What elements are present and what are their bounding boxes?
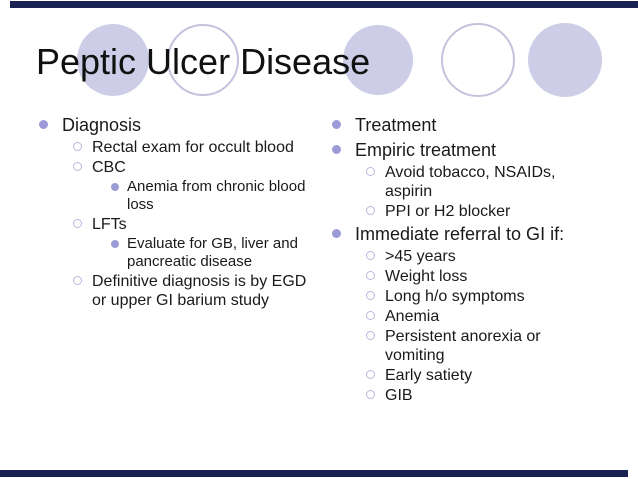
bullet-icon — [73, 276, 82, 285]
bullet-icon — [73, 142, 82, 151]
list-item-line: Diagnosis — [62, 115, 142, 135]
list-item-line: >45 years — [385, 248, 456, 265]
top-accent-bar — [10, 1, 638, 8]
list-item-line: aspirin — [385, 183, 433, 200]
list-item: GIB — [329, 386, 631, 405]
list-item: Diagnosis — [36, 113, 332, 137]
list-item-line: Evaluate for GB, liver and — [127, 235, 298, 252]
bullet-icon — [73, 162, 82, 171]
circle-icon — [441, 23, 515, 97]
bullet-icon — [366, 331, 375, 340]
list-item-line: PPI or H2 blocker — [385, 203, 511, 220]
list-item: Definitive diagnosis is by EGD or upper G… — [36, 272, 332, 310]
list-item: Weight loss — [329, 267, 631, 286]
list-item-line: LFTs — [92, 216, 127, 233]
bullet-icon — [73, 219, 82, 228]
bullet-icon — [332, 229, 341, 238]
list-item-line: or upper GI barium study — [92, 292, 269, 309]
list-item-line: Long h/o symptoms — [385, 288, 525, 305]
list-item-line: Anemia — [385, 308, 440, 325]
list-item: Empiric treatment — [329, 138, 631, 162]
list-item-line: loss — [127, 196, 154, 213]
bullet-icon — [366, 390, 375, 399]
list-item: Long h/o symptoms — [329, 287, 631, 306]
list-item-line: Early satiety — [385, 367, 473, 384]
list-item-line: Weight loss — [385, 268, 468, 285]
list-item: >45 years — [329, 247, 631, 266]
list-item-line: vomiting — [385, 347, 445, 364]
bullet-icon — [366, 271, 375, 280]
circle-icon — [167, 24, 239, 96]
list-item: Immediate referral to GI if: — [329, 222, 631, 246]
list-item: Persistent anorexia or vomiting — [329, 327, 631, 365]
list-item: Treatment — [329, 113, 631, 137]
list-item-line: CBC — [92, 159, 126, 176]
bullet-icon — [366, 311, 375, 320]
list-item: Rectal exam for occult blood — [36, 138, 332, 157]
list-item-line: Immediate referral to GI if: — [355, 224, 565, 244]
list-item-line: pancreatic disease — [127, 253, 253, 270]
list-item: Avoid tobacco, NSAIDs, aspirin — [329, 163, 631, 201]
list-item: Early satiety — [329, 366, 631, 385]
list-item-line: Rectal exam for occult blood — [92, 139, 294, 156]
circle-icon — [528, 23, 602, 97]
list-item-line: Definitive diagnosis is by EGD — [92, 273, 307, 290]
bullet-icon — [332, 145, 341, 154]
list-item: CBC — [36, 158, 332, 177]
circle-icon — [77, 24, 149, 96]
list-item-line: GIB — [385, 387, 413, 404]
circle-icon — [343, 25, 413, 95]
list-item-line: Avoid tobacco, NSAIDs, — [385, 164, 556, 181]
list-item: LFTs — [36, 215, 332, 234]
list-item: PPI or H2 blocker — [329, 202, 631, 221]
list-item-line: Anemia from chronic blood — [127, 178, 306, 195]
bottom-accent-bar — [0, 470, 628, 477]
bullet-icon — [366, 206, 375, 215]
page-title: Peptic Ulcer Disease — [36, 41, 371, 82]
list-item: Anemia — [329, 307, 631, 326]
list-item-line: Persistent anorexia or — [385, 328, 541, 345]
bullet-icon — [366, 251, 375, 260]
list-item-line: Treatment — [355, 115, 437, 135]
list-item-line: Empiric treatment — [355, 140, 497, 160]
bullet-icon — [111, 240, 119, 248]
bullet-icon — [366, 291, 375, 300]
bullet-icon — [39, 120, 48, 129]
bullet-icon — [366, 167, 375, 176]
bullet-icon — [332, 120, 341, 129]
bullet-icon — [111, 183, 119, 191]
bullet-icon — [366, 370, 375, 379]
